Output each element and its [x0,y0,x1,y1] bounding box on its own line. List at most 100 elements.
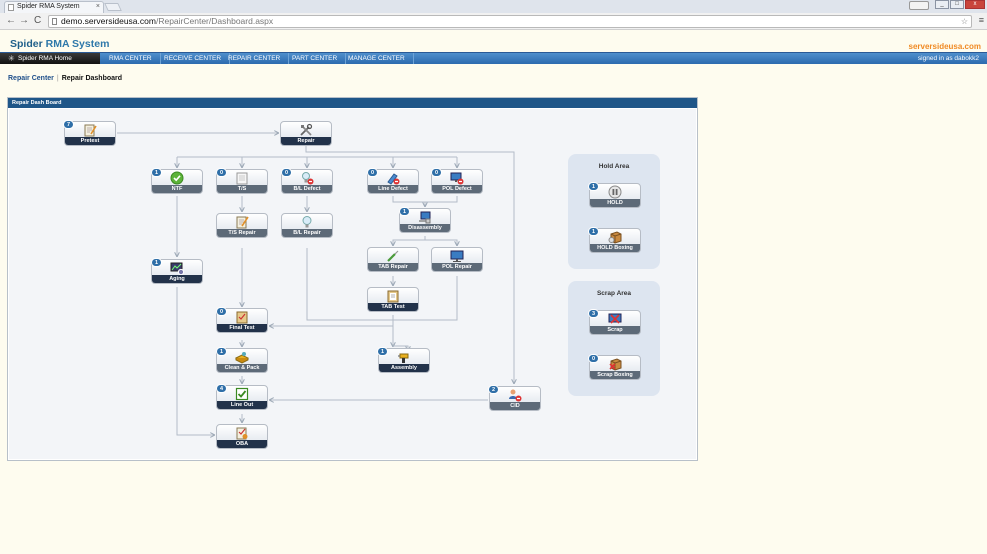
nav-manage-center[interactable]: MANAGE CENTER [340,53,414,64]
nav-receive-center[interactable]: RECEIVE CENTER [156,53,231,64]
package-icon [235,352,249,364]
url-path: /RepairCenter/Dashboard.aspx [155,16,274,26]
bulb-icon [302,216,312,228]
count-badge: 7 [63,120,74,129]
nav-home-label: Spider RMA Home [18,55,72,62]
app-title-a: Spider [10,38,43,50]
box-scrap-icon [609,358,622,371]
minimize-button[interactable]: _ [935,0,949,9]
scrap-area-title: Scrap Area [596,290,632,297]
node-tab-test[interactable]: TAB Test [367,287,419,312]
clipboard-edit-icon [84,124,97,137]
nav-repair-center[interactable]: REPAIR CENTER [220,53,290,64]
breadcrumb-repair-center[interactable]: Repair Center [8,75,54,82]
count-badge: 4 [216,384,227,393]
browser-menu-icon[interactable]: ≡ [978,15,984,25]
monitor-icon [450,250,464,262]
app-title: Spider RMA System [10,38,109,50]
node-label: Line Out [217,401,267,409]
nav-home[interactable]: ✳ Spider RMA Home [0,53,100,64]
node-label: T/S Repair [217,229,267,237]
breadcrumb: Repair Center|Repair Dashboard [8,75,122,82]
node-label: TAB Test [368,303,418,311]
node-label: B/L Defect [282,185,332,193]
count-badge: 0 [431,168,442,177]
count-badge: 1 [377,347,388,356]
node-line-out[interactable]: Line Out [216,385,268,410]
node-cid[interactable]: CID [489,386,541,411]
node-label: Clean & Pack [217,364,267,372]
app-title-b: RMA System [45,38,110,50]
hold-area: Hold Area [568,154,660,269]
maximize-button[interactable]: □ [950,0,964,9]
monitor-defect-icon [450,172,464,185]
count-badge: 1 [151,258,162,267]
count-badge: 1 [399,207,410,216]
back-icon[interactable]: ← [6,15,16,26]
node-label: HOLD Boxing [590,244,640,252]
user-profile-button[interactable] [909,1,929,10]
url-input[interactable]: demo.serversideusa.com/RepairCenter/Dash… [48,15,972,28]
node-label: Final Test [217,324,267,332]
node-label: TAB Repair [368,263,418,271]
node-label: T/S [217,185,267,193]
node-oba[interactable]: OBA [216,424,268,449]
hold-area-title: Hold Area [598,163,630,170]
document-edit-icon [236,216,249,229]
bookmark-star-icon[interactable]: ☆ [960,17,968,26]
checklist-icon [236,311,248,324]
node-label: HOLD [590,199,640,207]
node-final-test[interactable]: Final Test [216,308,268,333]
node-label: Pretest [65,137,115,145]
count-badge: 1 [151,168,162,177]
node-bl-repair[interactable]: B/L Repair [281,213,333,238]
brand-link[interactable]: serversideusa.com [908,42,982,51]
new-tab-button[interactable] [104,3,122,11]
count-badge: 0 [588,354,599,363]
count-badge: 1 [588,227,599,236]
tools-icon [300,123,313,136]
tab-close-icon[interactable]: × [95,3,100,10]
box-pause-icon [608,231,622,244]
screwdriver-icon [387,250,399,262]
node-repair[interactable]: Repair [280,121,332,146]
spider-icon: ✳ [8,54,15,63]
node-tab-repair[interactable]: TAB Repair [367,247,419,272]
app-header: Spider RMA System serversideusa.com [0,31,987,52]
count-badge: 1 [588,182,599,191]
bulb-defect-icon [302,172,314,185]
close-window-button[interactable]: x [965,0,985,9]
node-label: CID [490,402,540,410]
document-check-icon [236,427,248,440]
browser-tab-bar: Spider RMA System × _ □ x [0,0,987,13]
node-clean-pack[interactable]: Clean & Pack [216,348,268,373]
node-pol-repair[interactable]: POL Repair [431,247,483,272]
node-label: Assembly [379,364,429,372]
count-badge: 2 [488,385,499,394]
page-icon [52,18,57,25]
node-scrap[interactable]: Scrap [589,310,641,335]
disassembly-icon [419,211,431,224]
nav-rma-center[interactable]: RMA CENTER [101,53,161,64]
panel-title: Repair Dash Board [8,98,697,108]
monitor-aging-icon [170,262,184,275]
tab-title: Spider RMA System [17,3,80,10]
main-nav: ✳ Spider RMA Home RMA CENTER RECEIVE CEN… [0,52,987,64]
line-defect-icon [387,173,400,185]
node-label: OBA [217,440,267,448]
browser-tab[interactable]: Spider RMA System × [4,1,104,13]
nav-part-center[interactable]: PART CENTER [284,53,347,64]
forward-icon[interactable]: → [19,15,29,26]
count-badge: 0 [216,168,227,177]
node-pretest[interactable]: Pretest [64,121,116,146]
url-host: demo.serversideusa.com [61,16,156,26]
node-label: Scrap Boxing [590,371,640,379]
check-circle-icon [170,171,184,185]
node-ts-repair[interactable]: T/S Repair [216,213,268,238]
monitor-scrap-icon [608,313,622,324]
node-label: Repair [281,137,331,145]
count-badge: 0 [281,168,292,177]
breadcrumb-current: Repair Dashboard [61,75,123,82]
reload-icon[interactable]: C [34,15,42,26]
document-icon [236,172,248,185]
